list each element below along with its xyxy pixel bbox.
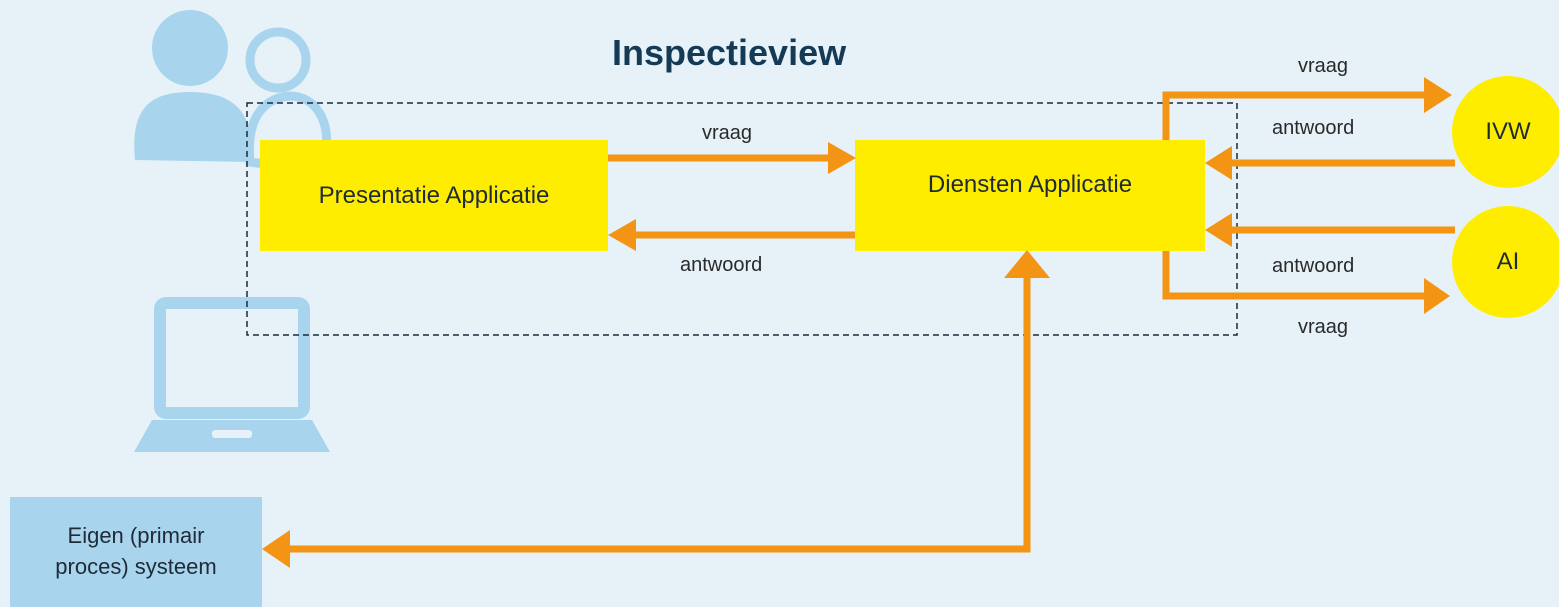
label-from-ai: antwoord [1272,255,1355,277]
label-from-ivw: antwoord [1272,117,1355,139]
diagram-title: Inspectieview [612,32,847,73]
arrowhead-pres-to-diensten [828,142,856,174]
presentatie-applicatie-node: Presentatie Applicatie [260,140,608,251]
label-pres-to-diensten: vraag [702,122,753,144]
inspectieview-boundary [246,102,1238,336]
arrowhead-to-eigen [262,530,290,568]
label-diensten-to-pres: antwoord [680,254,763,276]
arrowhead-to-diensten-up [1004,250,1050,278]
arrow-to-ai [1162,251,1430,300]
arrowhead-from-ai [1205,213,1232,247]
ai-label: AI [1496,248,1520,275]
laptop-icon [134,297,330,452]
diensten-applicatie-node: Diensten Applicatie [855,140,1205,251]
arrowhead-diensten-to-pres [608,219,636,251]
ivw-node: IVW [1452,76,1559,188]
eigen-label-line1: Eigen (primair [67,523,205,549]
arrowhead-to-ivw [1424,77,1452,113]
presentatie-label: Presentatie Applicatie [318,181,550,209]
label-to-ai: vraag [1298,316,1349,338]
arrowhead-to-ai [1424,278,1450,314]
ai-node: AI [1452,206,1559,318]
ivw-label: IVW [1485,118,1531,145]
arrow-diensten-eigen [286,272,1031,553]
diensten-label: Diensten Applicatie [927,170,1133,198]
arrowhead-from-ivw [1205,146,1232,180]
eigen-label-line2: proces) systeem [55,554,217,579]
arrow-to-ivw [1162,91,1430,140]
eigen-systeem-node: Eigen (primair proces) systeem [10,497,262,607]
label-to-ivw: vraag [1298,55,1349,77]
